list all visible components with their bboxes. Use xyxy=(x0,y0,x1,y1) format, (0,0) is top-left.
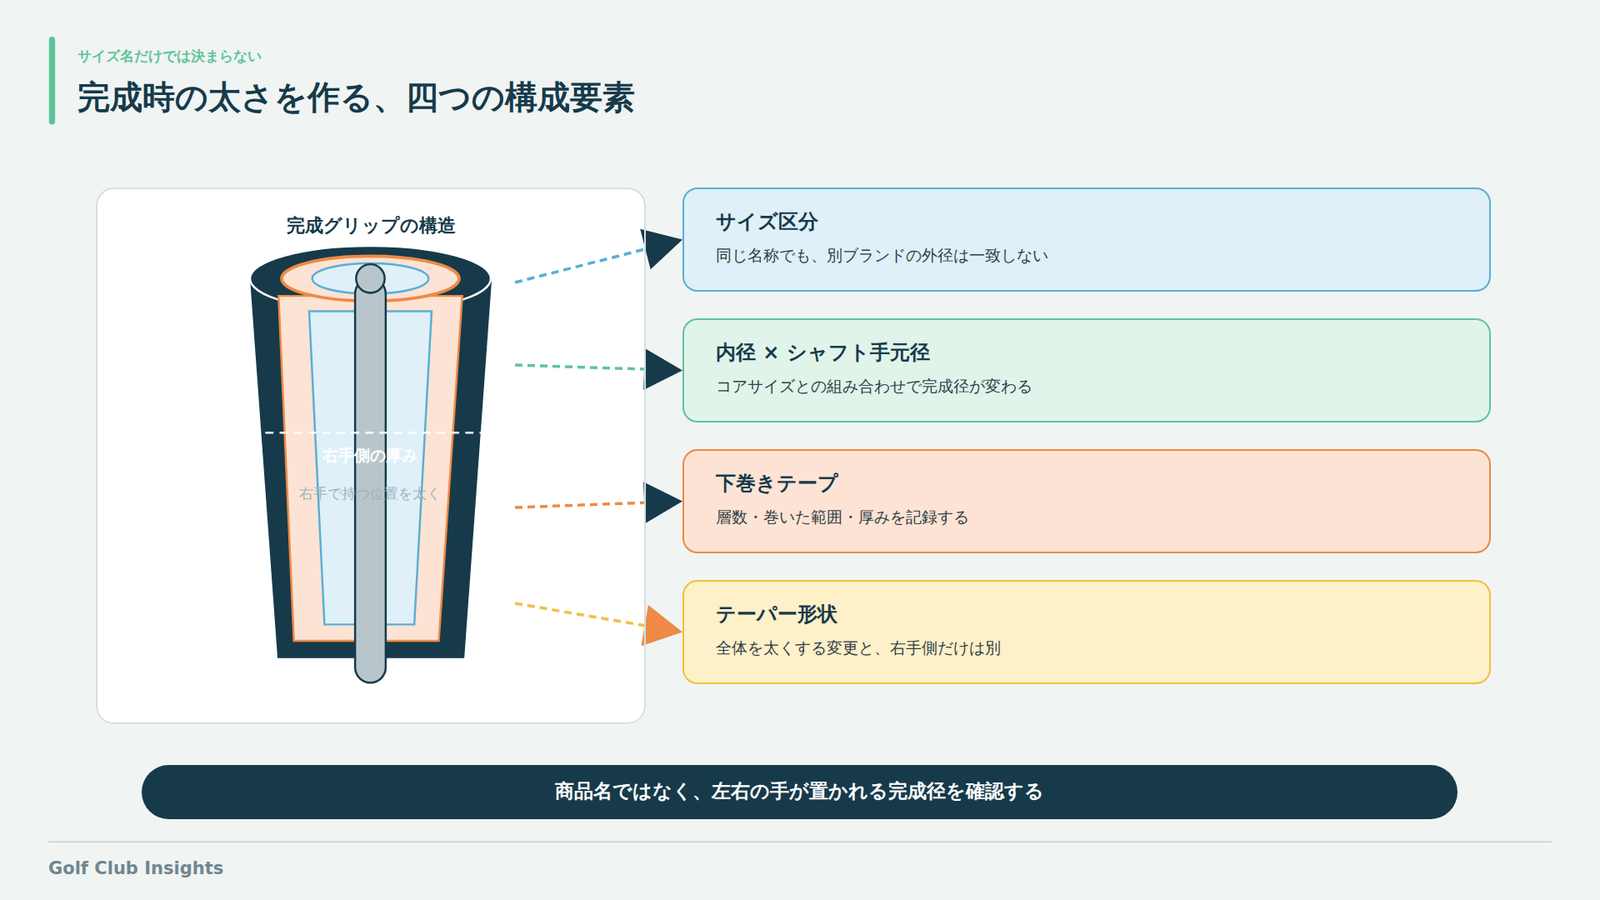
footer-brand: Golf Club Insights xyxy=(48,858,224,879)
leader-connector xyxy=(515,481,683,524)
grip-drawing xyxy=(250,245,492,683)
info-box: サイズ区分同じ名称でも、別ブランドの外径は一致しない xyxy=(682,187,1491,292)
panel-ground xyxy=(95,187,646,725)
summary-text: 商品名ではなく、左右の手が置かれる完成径を確認する xyxy=(166,779,1433,805)
grip-label: 右手側の厚み xyxy=(322,445,418,467)
subtitle: サイズ名だけでは決まらない xyxy=(77,46,262,66)
box-heading: 内径 × シャフト手元径 xyxy=(715,340,1458,366)
arrowhead xyxy=(640,229,683,270)
accent-bar xyxy=(49,36,55,125)
hand-boundary xyxy=(265,431,482,434)
grip-note: 右手で持つ位置を太く xyxy=(299,484,441,504)
diagram-panel: 完成グリップの構造 xyxy=(95,187,646,725)
panel-heading: 完成グリップの構造 xyxy=(114,214,628,239)
shaft xyxy=(355,278,386,683)
shaft-end xyxy=(355,264,385,293)
leader-connector xyxy=(515,229,683,283)
box-body: 層数・巻いた範囲・厚みを記録する xyxy=(715,506,1458,528)
connector-line xyxy=(515,603,645,626)
leader-connector xyxy=(515,348,683,390)
box-heading: テーパー形状 xyxy=(715,601,1458,628)
box-body: コアサイズとの組み合わせで完成径が変わる xyxy=(715,375,1458,397)
box-heading: サイズ区分 xyxy=(715,209,1458,235)
box-body: 全体を太くする変更と、右手側だけは別 xyxy=(715,637,1458,659)
info-box: 下巻きテープ層数・巻いた範囲・厚みを記録する xyxy=(682,449,1491,554)
footer-divider xyxy=(48,840,1553,842)
connector-line xyxy=(515,365,645,370)
page-title: 完成時の太さを作る、四つの構成要素 xyxy=(77,75,635,120)
summary-banner: 商品名ではなく、左右の手が置かれる完成径を確認する xyxy=(141,765,1458,820)
info-box: テーパー形状全体を太くする変更と、右手側だけは別 xyxy=(682,580,1491,685)
core-top xyxy=(312,263,430,295)
connector-line xyxy=(515,502,645,508)
info-box: 内径 × シャフト手元径コアサイズとの組み合わせで完成径が変わる xyxy=(682,318,1491,423)
arrowhead xyxy=(640,605,683,646)
leader-connector xyxy=(515,603,683,646)
arrowhead xyxy=(643,348,683,390)
arrowhead xyxy=(643,481,683,524)
box-heading: 下巻きテープ xyxy=(715,470,1458,497)
connector-line xyxy=(515,249,645,283)
box-body: 同じ名称でも、別ブランドの外径は一致しない xyxy=(715,245,1458,266)
